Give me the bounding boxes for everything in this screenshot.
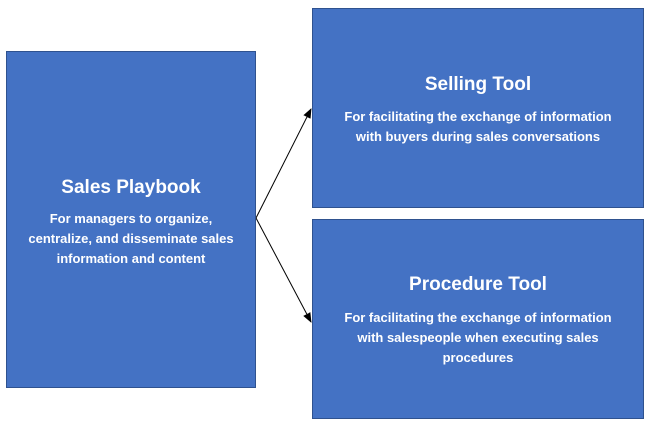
selling-tool-desc-line: For facilitating the exchange of informa… — [344, 109, 612, 124]
arrow-to-procedure-tool — [255, 217, 312, 323]
sales-playbook-title: Sales Playbook — [61, 177, 201, 198]
arrow-to-selling-tool — [255, 108, 312, 219]
procedure-tool-desc-line: with salespeople when executing sales — [357, 330, 599, 345]
selling-tool-box: Selling Tool For facilitating the exchan… — [312, 8, 644, 208]
procedure-tool-box: Procedure Tool For facilitating the exch… — [312, 219, 644, 419]
sales-playbook-desc-line: information and content — [56, 251, 206, 266]
selling-tool-title: Selling Tool — [424, 74, 532, 95]
sales-playbook-description: For managers to organize, centralize, an… — [17, 209, 245, 269]
sales-playbook-desc-line: centralize, and disseminate sales — [28, 231, 234, 246]
sales-playbook-desc-line: For managers to organize, — [49, 211, 213, 226]
procedure-tool-desc-line: procedures — [442, 350, 514, 365]
selling-tool-desc-line: with buyers during sales conversations — [355, 129, 601, 144]
selling-tool-description: For facilitating the exchange of informa… — [323, 107, 633, 147]
procedure-tool-description: For facilitating the exchange of informa… — [323, 308, 633, 368]
procedure-tool-desc-line: For facilitating the exchange of informa… — [344, 310, 612, 325]
procedure-tool-title: Procedure Tool — [409, 274, 547, 295]
sales-playbook-box: Sales Playbook For managers to organize,… — [6, 51, 256, 388]
